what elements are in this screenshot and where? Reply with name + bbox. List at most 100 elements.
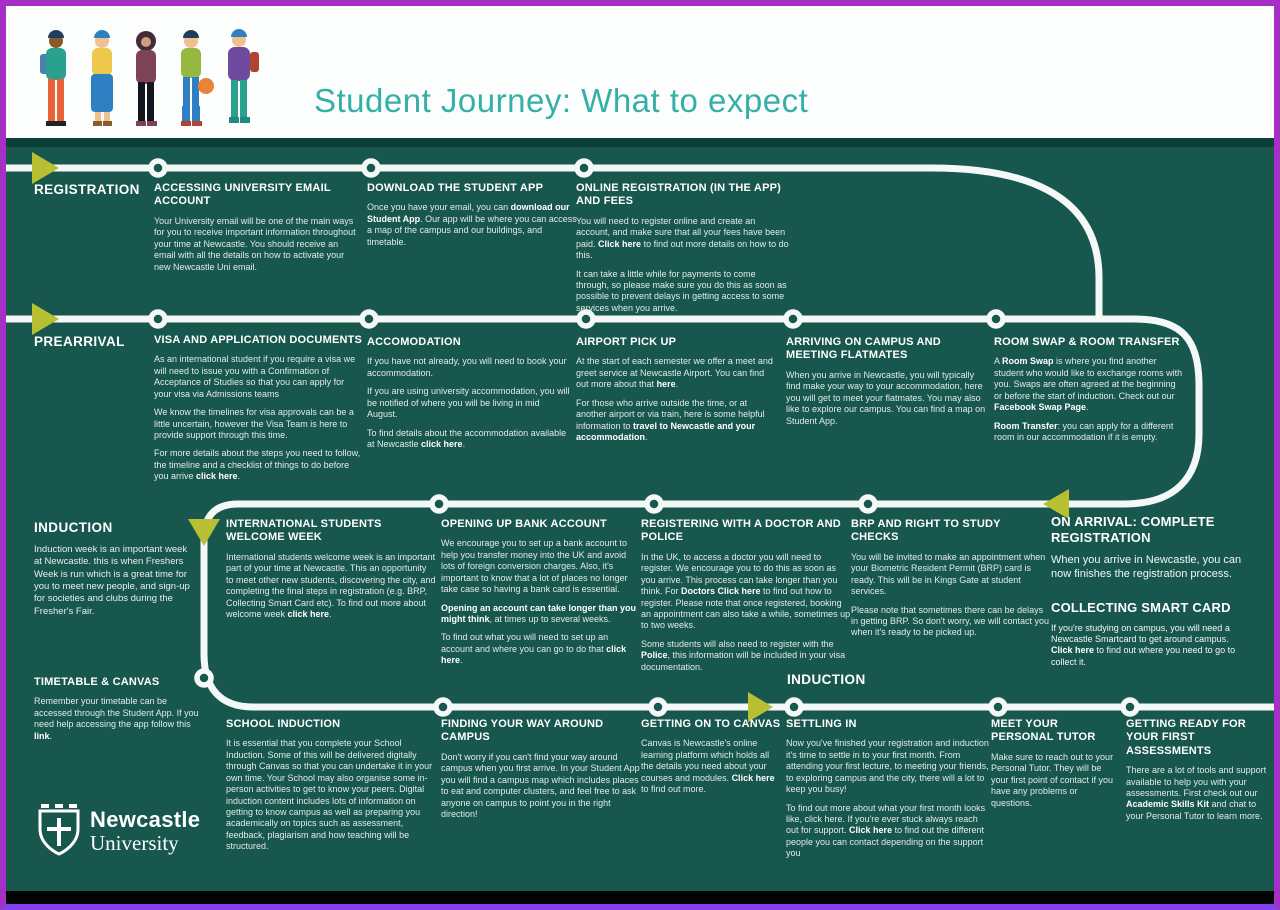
section-title: AIRPORT PICK UP [576, 336, 677, 348]
arrow-right-icon [32, 152, 59, 184]
section-title: BRP AND RIGHT TO STUDY CHECKS [851, 518, 1001, 544]
section-paragraph: If you're studying on campus, you will n… [1051, 622, 1236, 667]
section-title: COLLECTING SMART CARD [1051, 599, 1231, 615]
section-paragraph: To find out more about what your first m… [786, 802, 986, 859]
section-school-induction: SCHOOL INDUCTION It is essential that yo… [226, 718, 436, 860]
section-paragraph: For those who arrive outside the time, o… [576, 397, 765, 442]
student-figure-1 [40, 30, 66, 126]
stage-label-prearrival: PREARRIVAL [34, 334, 125, 349]
path-node [988, 697, 1008, 717]
section-title: MEET YOUR PERSONAL TUTOR [991, 718, 1096, 744]
section-paragraph: If you have not already, you will need t… [367, 356, 567, 378]
path-node [783, 309, 803, 329]
section-title: GETTING ON TO CANVAS [641, 718, 781, 730]
section-settling-in: SETTLING IN Now you've finished your reg… [786, 718, 991, 867]
section-student-app: DOWNLOAD THE STUDENT APP Once you have y… [367, 182, 579, 255]
section-brp-checks: BRP AND RIGHT TO STUDY CHECKS You will b… [851, 518, 1051, 646]
section-paragraph: Remember your timetable can be accessed … [34, 696, 199, 741]
header-divider [6, 138, 1274, 147]
bottom-black-bar [6, 891, 1274, 904]
section-on-arrival: ON ARRIVAL: COMPLETE REGISTRATION When y… [1051, 514, 1246, 675]
section-international-welcome: INTERNATIONAL STUDENTS WELCOME WEEK Inte… [226, 518, 436, 627]
section-paragraph: A Room Swap is where you find another st… [994, 356, 1183, 413]
section-title: OPENING UP BANK ACCOUNT [441, 518, 607, 530]
section-title: ACCOMODATION [367, 336, 461, 348]
journey-nodes [148, 158, 1140, 717]
section-paragraph: It is essential that you complete your S… [226, 738, 433, 852]
section-paragraph: There are a lot of tools and support ava… [1126, 765, 1267, 821]
section-paragraph: As an international student if you requi… [154, 354, 356, 399]
path-node [648, 697, 668, 717]
path-node [359, 309, 379, 329]
section-paragraph: You will need to register online and cre… [576, 215, 789, 261]
stage-label-induction: INDUCTION [34, 520, 113, 535]
section-title: ONLINE REGISTRATION (IN THE APP) AND FEE… [576, 182, 782, 208]
path-node [644, 494, 664, 514]
section-room-swap: ROOM SWAP & ROOM TRANSFER A Room Swap is… [994, 336, 1184, 450]
section-personal-tutor: MEET YOUR PERSONAL TUTOR Make sure to re… [991, 718, 1121, 816]
section-paragraph: Make sure to reach out to your Personal … [991, 751, 1114, 808]
section-paragraph: For more details about the steps you nee… [154, 448, 361, 482]
section-doctor-police: REGISTERING WITH A DOCTOR AND POLICE In … [641, 518, 851, 680]
path-node [1120, 697, 1140, 717]
arrow-right-icon [32, 303, 59, 335]
section-paragraph: You will be invited to make an appointme… [851, 551, 1046, 597]
students-illustration [40, 29, 259, 126]
section-airport-pickup: AIRPORT PICK UP At the start of each sem… [576, 336, 776, 450]
logo-text: Newcastle University [90, 808, 200, 855]
stage-paragraph: Induction week is an important week at N… [34, 544, 190, 617]
section-paragraph: In the UK, to access a doctor you will n… [641, 551, 851, 631]
section-accommodation: ACCOMODATION If you have not already, yo… [367, 336, 572, 457]
section-arriving-campus: ARRIVING ON CAMPUS AND MEETING FLATMATES… [786, 336, 986, 434]
path-node [148, 309, 168, 329]
section-accessing-email: ACCESSING UNIVERSITY EMAIL ACCOUNT Your … [154, 182, 359, 280]
section-paragraph: Some students will also need to register… [641, 638, 846, 672]
section-title: ACCESSING UNIVERSITY EMAIL ACCOUNT [154, 182, 331, 208]
section-paragraph: International students welcome week is a… [226, 551, 436, 619]
student-figure-5 [228, 29, 259, 123]
section-title: FINDING YOUR WAY AROUND CAMPUS [441, 718, 604, 744]
section-title: TIMETABLE & CANVAS [34, 676, 160, 688]
path-node [784, 697, 804, 717]
section-paragraph: It can take a little while for payments … [576, 268, 787, 313]
header-band: Student Journey: What to expect [6, 6, 1274, 138]
section-paragraph: To find out what you will need to set up… [441, 632, 627, 666]
section-paragraph: When you arrive in Newcastle, you can no… [1051, 553, 1242, 581]
section-timetable-canvas: TIMETABLE & CANVAS Remember your timetab… [34, 676, 204, 749]
path-node [194, 668, 214, 688]
section-title: SCHOOL INDUCTION [226, 718, 341, 730]
section-paragraph: Your University email will be one of the… [154, 215, 356, 272]
logo-line2: University [90, 830, 179, 855]
section-paragraph: Once you have your email, you can downlo… [367, 202, 577, 247]
path-node [361, 158, 381, 178]
university-shield-icon [38, 804, 80, 856]
section-paragraph: Opening an account can take longer than … [441, 602, 637, 624]
page-title: Student Journey: What to expect [314, 82, 809, 119]
path-node [858, 494, 878, 514]
student-figure-2 [91, 30, 113, 126]
section-getting-canvas: GETTING ON TO CANVAS Canvas is Newcastle… [641, 718, 781, 803]
section-paragraph: We know the timelines for visa approvals… [154, 407, 354, 440]
arrow-left-icon [1043, 489, 1069, 519]
section-title: INTERNATIONAL STUDENTS WELCOME WEEK [226, 518, 382, 544]
stage-label-induction-2: INDUCTION [787, 672, 866, 687]
path-node [148, 158, 168, 178]
journey-path-layer [6, 152, 1274, 722]
journey-path-row1 [6, 164, 1103, 319]
arrow-right-icon [748, 692, 773, 722]
section-title: ARRIVING ON CAMPUS AND MEETING FLATMATES [786, 336, 941, 362]
section-paragraph: We encourage you to set up a bank accoun… [441, 538, 628, 595]
path-node [433, 697, 453, 717]
section-paragraph: Don't worry if you can't find your way a… [441, 751, 640, 819]
section-title: DOWNLOAD THE STUDENT APP [367, 182, 544, 194]
section-paragraph: If you are using university accommodatio… [367, 386, 570, 420]
section-bank-account: OPENING UP BANK ACCOUNT We encourage you… [441, 518, 641, 674]
stage-label-registration: REGISTRATION [34, 182, 140, 197]
stage-induction: INDUCTION Induction week is an important… [34, 520, 192, 618]
section-paragraph: Now you've finished your registration an… [786, 738, 989, 795]
section-visa-documents: VISA AND APPLICATION DOCUMENTS As an int… [154, 334, 364, 490]
journey-arrows [32, 152, 1069, 722]
section-paragraph: To find details about the accommodation … [367, 427, 567, 449]
newcastle-university-logo: Newcastle University [36, 804, 200, 858]
